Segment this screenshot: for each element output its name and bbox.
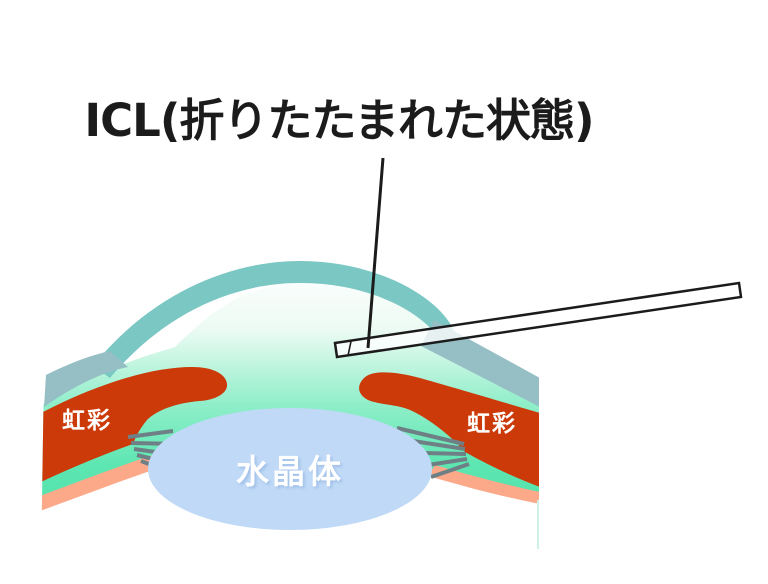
zonule-fibers-right (396, 426, 470, 479)
lens-label: 水晶体 (236, 452, 344, 491)
zonule-fiber (422, 451, 467, 456)
iris-label-right: 虹彩 (467, 411, 517, 437)
cornea-dome (93, 261, 455, 378)
lens-label-shadow: 水晶体 (238, 454, 346, 493)
incision-band (421, 320, 539, 407)
zonule-fiber (412, 439, 466, 451)
zonule-fiber (427, 457, 468, 467)
icl-tip-divider (347, 341, 352, 356)
pointer-line (366, 157, 385, 349)
crystalline-lens (148, 408, 432, 530)
salmon-layer-right (428, 465, 539, 504)
sclera-band-left (44, 351, 128, 407)
zonule-fiber (430, 462, 470, 479)
zonule-fiber (396, 426, 465, 446)
iris-left (41, 367, 228, 482)
iris-right (359, 372, 539, 487)
diagram-title: ICL(折りたたまれた状態) (84, 94, 593, 147)
iris-label-left: 虹彩 (62, 408, 112, 434)
zonule-fiber (127, 429, 174, 439)
icl-folded-rod (333, 281, 743, 359)
